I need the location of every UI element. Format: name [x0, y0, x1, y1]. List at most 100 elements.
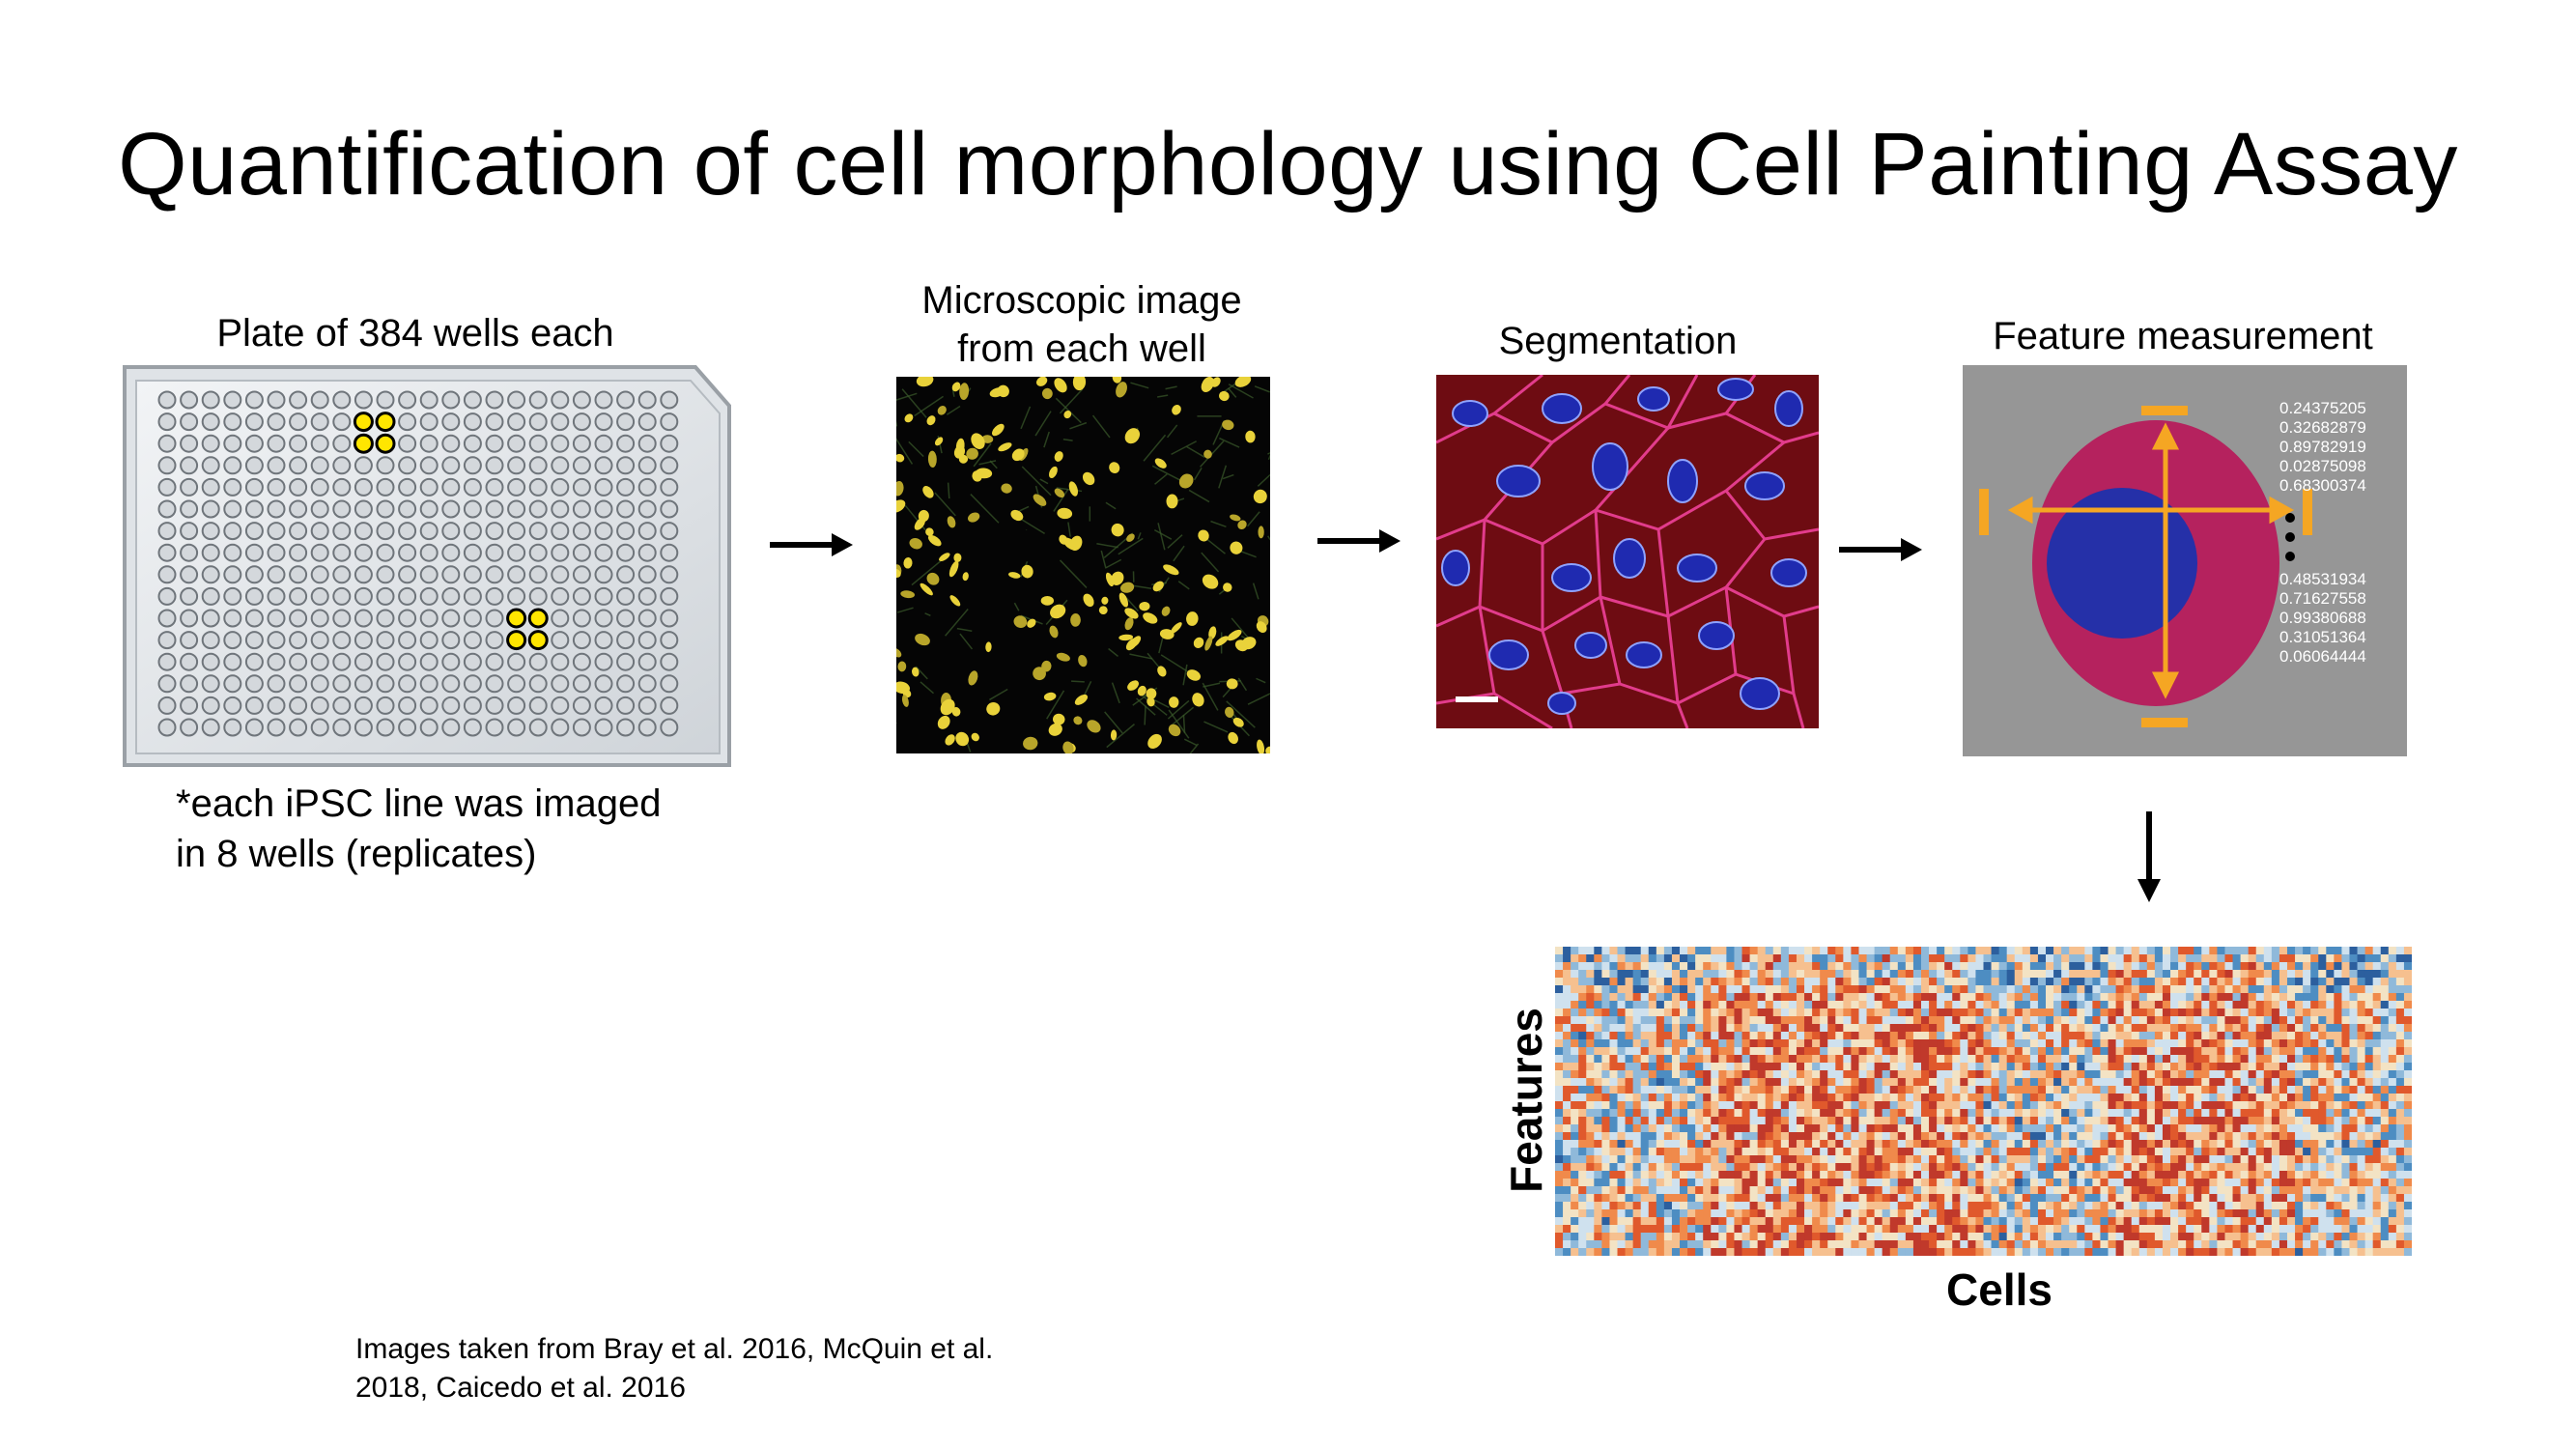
- well: [223, 390, 242, 410]
- well: [244, 412, 264, 432]
- well: [594, 477, 613, 497]
- well: [637, 543, 657, 562]
- well: [180, 609, 199, 628]
- well: [310, 565, 329, 584]
- well: [223, 652, 242, 671]
- well: [485, 390, 504, 410]
- well: [572, 477, 591, 497]
- well: [528, 586, 548, 606]
- well: [289, 499, 308, 519]
- well: [201, 522, 220, 541]
- well: [507, 477, 526, 497]
- well: [244, 456, 264, 475]
- well: [310, 456, 329, 475]
- well: [660, 565, 679, 584]
- well: [572, 390, 591, 410]
- well: [223, 522, 242, 541]
- well: [528, 718, 548, 737]
- well: [223, 565, 242, 584]
- well: [157, 718, 177, 737]
- well: [463, 477, 482, 497]
- well: [572, 412, 591, 432]
- well: [551, 434, 570, 453]
- well: [157, 477, 177, 497]
- well: [594, 631, 613, 650]
- well: [637, 631, 657, 650]
- well: [507, 522, 526, 541]
- plate-note: *each iPSC line was imaged in 8 wells (r…: [176, 779, 852, 879]
- well: [485, 456, 504, 475]
- well: [660, 718, 679, 737]
- well: [572, 543, 591, 562]
- well: [267, 609, 286, 628]
- well: [660, 696, 679, 715]
- well: [551, 477, 570, 497]
- well: [289, 652, 308, 671]
- well: [572, 522, 591, 541]
- well: [332, 631, 352, 650]
- well: [201, 652, 220, 671]
- well: [441, 434, 461, 453]
- well: [201, 696, 220, 715]
- well: [180, 477, 199, 497]
- well: [332, 477, 352, 497]
- well: [485, 499, 504, 519]
- feature-value: 0.71627558: [2279, 589, 2366, 608]
- well: [244, 586, 264, 606]
- feature-value: 0.02875098: [2279, 457, 2366, 475]
- feature-measurement-label: Feature measurement: [1993, 315, 2373, 357]
- well: [310, 652, 329, 671]
- well: [354, 652, 373, 671]
- well: [572, 456, 591, 475]
- well: [289, 631, 308, 650]
- well: [660, 456, 679, 475]
- well: [616, 696, 636, 715]
- feature-value: 0.48531934: [2279, 570, 2366, 588]
- well: [157, 499, 177, 519]
- well: [572, 434, 591, 453]
- well: [507, 652, 526, 671]
- well: [376, 674, 395, 694]
- well: [441, 522, 461, 541]
- well: [201, 412, 220, 432]
- well: [267, 477, 286, 497]
- well: [485, 412, 504, 432]
- well: [201, 718, 220, 737]
- well: [332, 390, 352, 410]
- well: [398, 434, 417, 453]
- well: [310, 499, 329, 519]
- well: [551, 586, 570, 606]
- well: [201, 499, 220, 519]
- well: [594, 696, 613, 715]
- well: [289, 674, 308, 694]
- well: [354, 674, 373, 694]
- feature-value: 0.31051364: [2279, 628, 2366, 646]
- well: [310, 674, 329, 694]
- well: [157, 522, 177, 541]
- well: [637, 477, 657, 497]
- well: [485, 477, 504, 497]
- well: [180, 674, 199, 694]
- well: [637, 522, 657, 541]
- well: [223, 543, 242, 562]
- well: [332, 565, 352, 584]
- well: [572, 652, 591, 671]
- well: [180, 412, 199, 432]
- well: [572, 499, 591, 519]
- well: [289, 565, 308, 584]
- well: [201, 390, 220, 410]
- well: [485, 522, 504, 541]
- well: [572, 565, 591, 584]
- well: [528, 522, 548, 541]
- well: [463, 412, 482, 432]
- well: [485, 718, 504, 737]
- well: [267, 434, 286, 453]
- feature-values-top: 0.24375205 0.32682879 0.89782919 0.02875…: [2279, 399, 2366, 496]
- well: [572, 696, 591, 715]
- highlighted-well: [353, 433, 374, 454]
- well: [528, 412, 548, 432]
- well: [267, 390, 286, 410]
- well: [637, 499, 657, 519]
- well: [310, 631, 329, 650]
- well: [616, 499, 636, 519]
